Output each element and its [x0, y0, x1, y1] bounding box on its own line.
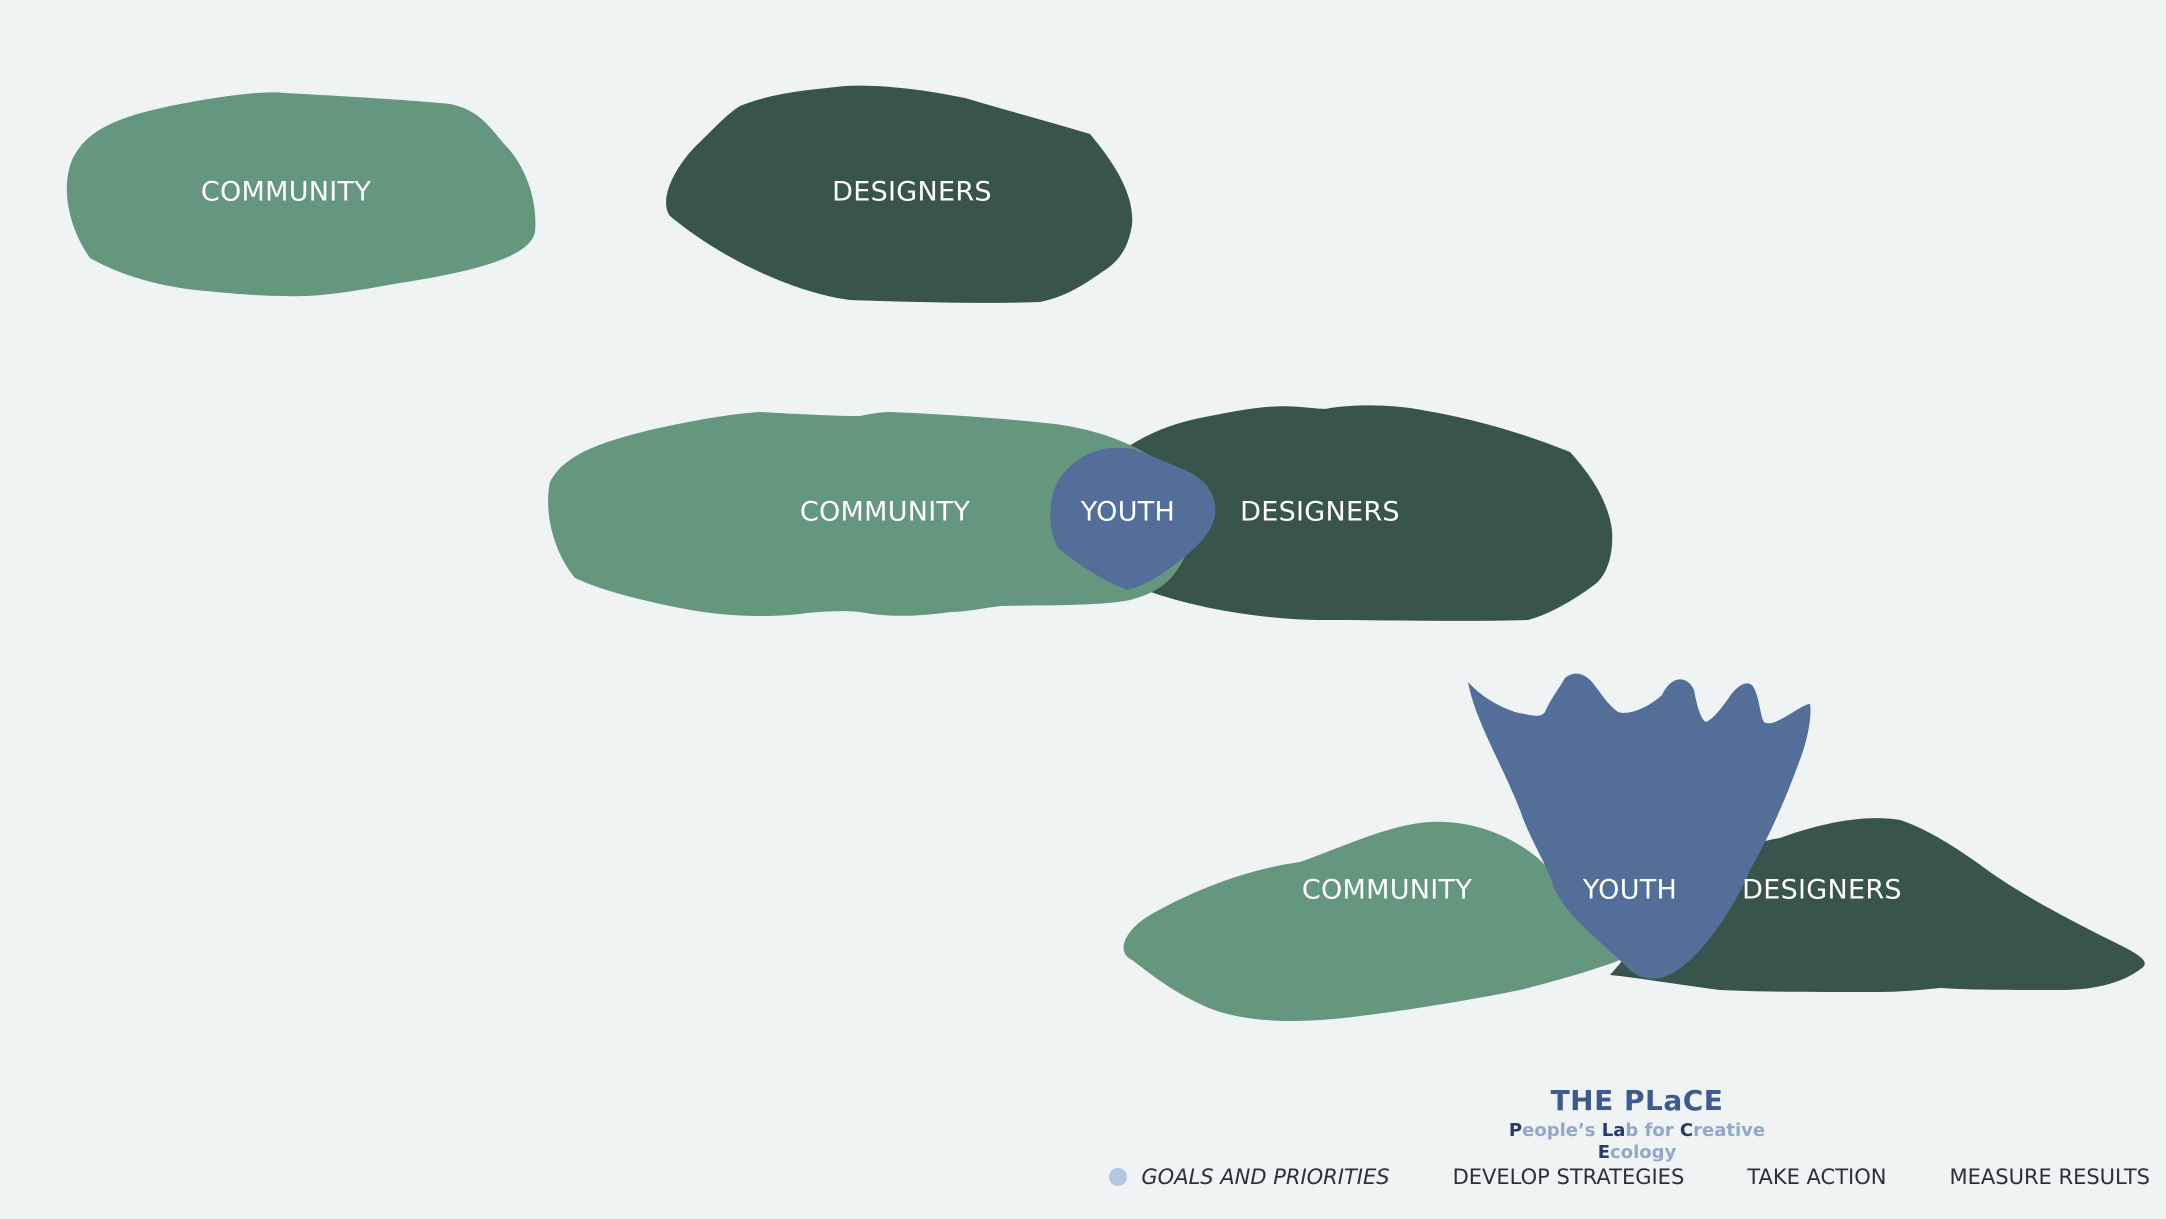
stage3-designers-label: DESIGNERS [1742, 875, 1902, 906]
stage-navigation: GOALS AND PRIORITIES DEVELOP STRATEGIES TA… [1109, 1160, 2150, 1194]
brand-subtitle-text: b for [1625, 1120, 1680, 1141]
youth-overlap-blob [1050, 448, 1216, 590]
stage3-youth-label: YOUTH [1582, 875, 1677, 906]
stage-2-group: COMMUNITY YOUTH DESIGNERS [548, 405, 1613, 621]
nav-item-take-action[interactable]: TAKE ACTION [1747, 1165, 1886, 1189]
stage2-designers-label: DESIGNERS [1240, 497, 1400, 528]
stage2-community-label: COMMUNITY [800, 497, 971, 528]
stage-3-group: COMMUNITY YOUTH DESIGNERS [1123, 673, 2145, 1021]
brand-subtitle-initial: C [1679, 1120, 1694, 1141]
nav-item-label: DEVELOP STRATEGIES [1452, 1165, 1685, 1189]
brand-subtitle-initial: P [1508, 1120, 1523, 1141]
brand-subtitle-initial: La [1601, 1120, 1626, 1141]
brand-subtitle-initial: E [1597, 1142, 1611, 1163]
brand-subtitle: People’s Lab for Creative Ecology [1490, 1120, 1784, 1164]
stage1-designers-label: DESIGNERS [832, 177, 992, 208]
nav-item-label: MEASURE RESULTS [1949, 1165, 2150, 1189]
designers-blob [1094, 405, 1613, 621]
brand-title: THE PLaCE [1550, 1084, 1724, 1117]
community-blob [548, 412, 1193, 616]
brand-subtitle-text: reative [1693, 1120, 1766, 1141]
nav-item-goals-and-priorities[interactable]: GOALS AND PRIORITIES [1109, 1165, 1390, 1189]
community-blob [1123, 821, 1620, 1021]
community-blob [66, 92, 536, 297]
brand-subtitle-text: eople’s [1522, 1120, 1602, 1141]
youth-flower-blob [1468, 673, 1811, 979]
brand-subtitle-text: cology [1610, 1142, 1677, 1163]
brand-block: THE PLaCE People’s Lab for Creative Ecol… [1490, 1084, 1784, 1164]
nav-item-develop-strategies[interactable]: DEVELOP STRATEGIES [1453, 1165, 1685, 1189]
stage1-community-label: COMMUNITY [201, 177, 372, 208]
active-indicator-dot [1109, 1168, 1128, 1186]
nav-item-label: GOALS AND PRIORITIES [1141, 1165, 1390, 1189]
nav-item-label: TAKE ACTION [1747, 1165, 1887, 1189]
stage-1-group: COMMUNITY DESIGNERS [66, 85, 1133, 303]
nav-item-measure-results[interactable]: MEASURE RESULTS [1949, 1165, 2150, 1189]
stage3-community-label: COMMUNITY [1302, 875, 1473, 906]
stage2-youth-label: YOUTH [1080, 497, 1175, 528]
designers-blob [666, 85, 1133, 303]
